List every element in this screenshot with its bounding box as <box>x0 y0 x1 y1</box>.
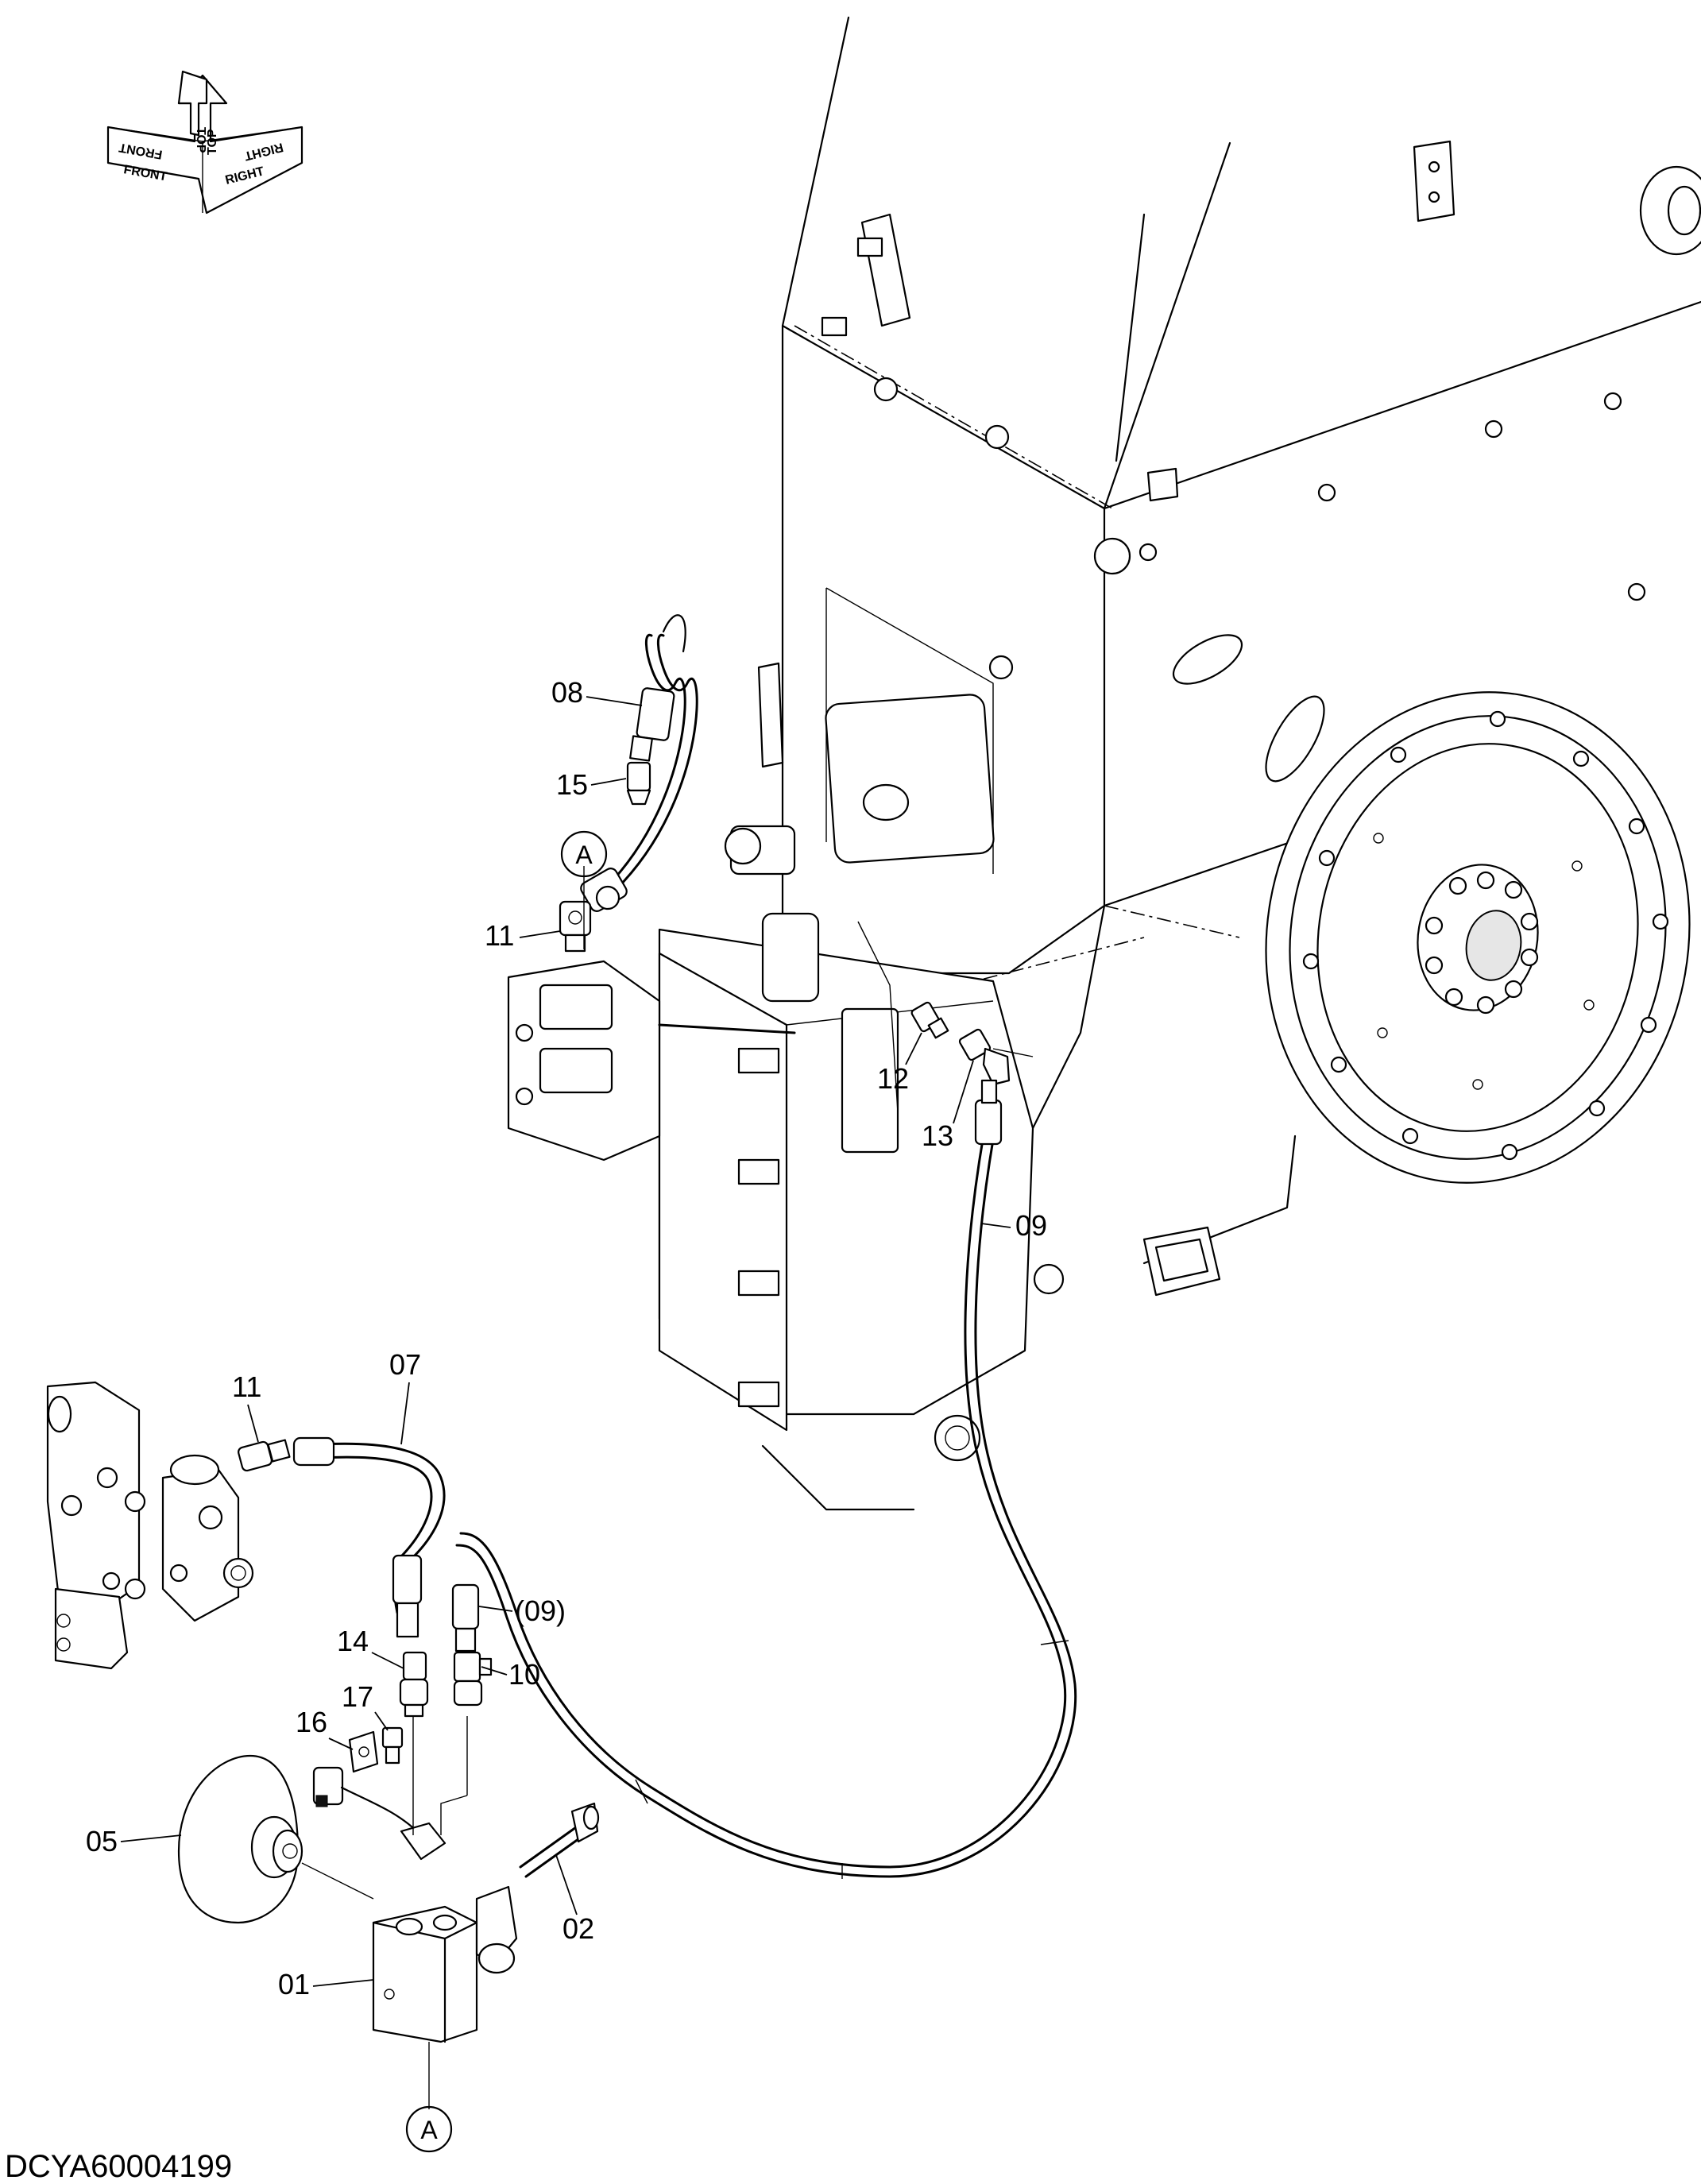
assembly-lines <box>301 866 1240 2109</box>
reference-marker-upper-label: A <box>575 841 593 869</box>
callout-16: 16 <box>296 1706 354 1750</box>
orientation-indicator: FRONT FRONT TOP TOP RIGHT RIGHT <box>106 70 303 215</box>
callout-11-upper: 11 <box>485 919 561 952</box>
callout-10: 10 <box>481 1658 540 1691</box>
top-mirrored-label: TOP <box>206 129 219 155</box>
callout-08-label: 08 <box>551 676 583 709</box>
callout-11-upper-label: 11 <box>485 919 514 952</box>
hose-08-assembly <box>580 614 698 912</box>
callout-01: 01 <box>278 1968 374 2000</box>
callout-13: 13 <box>922 1060 974 1152</box>
hose-09 <box>455 1079 1077 1879</box>
callout-02-label: 02 <box>562 1912 594 1945</box>
callout-09-label: 09 <box>1015 1209 1047 1242</box>
lower-bracket-valve <box>46 1381 291 1670</box>
callout-15: 15 <box>556 768 627 801</box>
callout-17-label: 17 <box>342 1680 373 1713</box>
bracket-16 <box>348 1730 379 1773</box>
hose-09-end <box>451 1583 480 1652</box>
gearbox <box>507 662 1065 1511</box>
reference-marker-lower: A <box>405 2105 453 2153</box>
flywheel-housing <box>1031 691 1691 1297</box>
reference-marker-lower-label: A <box>420 2116 438 2144</box>
bolt-02 <box>519 1802 600 1878</box>
fitting-14 <box>399 1651 429 1718</box>
machine-frame <box>781 16 1701 998</box>
fitting-12 <box>910 1001 949 1039</box>
callout-08: 08 <box>551 676 643 709</box>
callout-14-label: 14 <box>337 1625 369 1657</box>
callout-11-lower: 11 <box>232 1370 261 1443</box>
document-id: DCYA60004199 <box>5 2149 232 2184</box>
callout-11-lower-label: 11 <box>232 1370 261 1403</box>
callout-17: 17 <box>342 1680 389 1731</box>
accumulator-05 <box>177 1754 303 1924</box>
bolt-17 <box>381 1726 404 1765</box>
callout-05-label: 05 <box>86 1825 118 1857</box>
fitting-13 <box>958 1028 1011 1086</box>
top-label: TOP <box>194 127 207 153</box>
fitting-10 <box>453 1651 493 1707</box>
callout-07-label: 07 <box>389 1348 421 1381</box>
callout-15-label: 15 <box>556 768 588 801</box>
callout-09: 09 <box>980 1209 1047 1242</box>
callout-12: 12 <box>877 1032 922 1095</box>
callout-01-label: 01 <box>278 1968 310 2000</box>
callout-07: 07 <box>389 1348 421 1445</box>
hose-07 <box>292 1436 446 1638</box>
callout-16-label: 16 <box>296 1706 327 1738</box>
fitting-11-upper <box>559 900 592 953</box>
callout-09-ref: (09) <box>478 1595 566 1627</box>
valve-block-01 <box>372 1822 518 2043</box>
callout-09-ref-label: (09) <box>515 1595 566 1627</box>
connector-wire <box>312 1766 423 1837</box>
callout-14: 14 <box>337 1625 404 1669</box>
callout-13-label: 13 <box>922 1119 953 1152</box>
callout-05: 05 <box>86 1825 182 1857</box>
callout-02: 02 <box>555 1854 594 1945</box>
callout-10-label: 10 <box>508 1658 540 1691</box>
reference-marker-upper: A <box>560 830 608 878</box>
callout-12-label: 12 <box>877 1062 909 1095</box>
